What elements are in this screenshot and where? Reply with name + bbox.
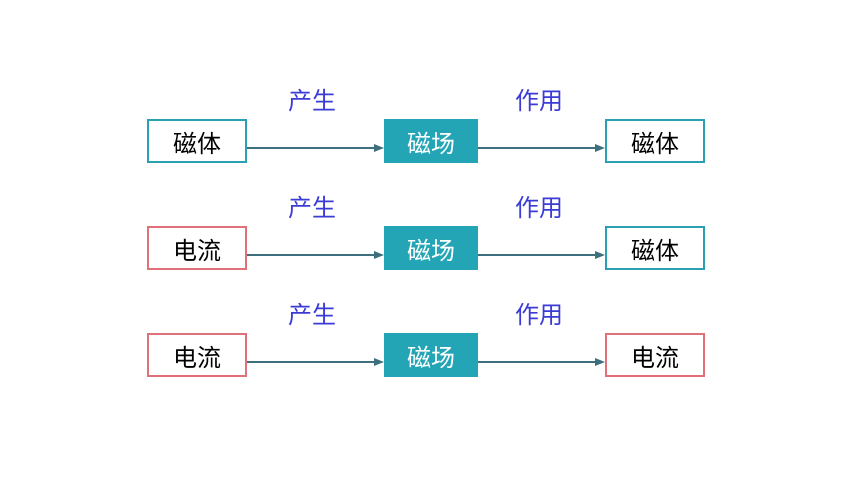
target-box: 电流 [605,333,705,377]
source-box: 电流 [147,333,247,377]
act-label: 作用 [515,87,563,115]
produce-arrow [247,119,384,163]
source-box: 磁体 [147,119,247,163]
target-box: 磁体 [605,119,705,163]
relation-row-3: 电流 产生 磁场 作用 电流 [0,301,860,393]
act-arrow [478,333,605,377]
source-box: 电流 [147,226,247,270]
produce-label: 产生 [288,87,336,115]
act-label: 作用 [515,301,563,329]
magnetic-field-box: 磁场 [384,333,478,377]
produce-arrow [247,333,384,377]
relation-row-1: 磁体 产生 磁场 作用 磁体 [0,87,860,179]
produce-arrow [247,226,384,270]
relation-row-2: 电流 产生 磁场 作用 磁体 [0,194,860,286]
act-arrow [478,119,605,163]
act-arrow [478,226,605,270]
act-label: 作用 [515,194,563,222]
produce-label: 产生 [288,301,336,329]
magnetic-field-box: 磁场 [384,226,478,270]
target-box: 磁体 [605,226,705,270]
produce-label: 产生 [288,194,336,222]
magnetic-field-box: 磁场 [384,119,478,163]
